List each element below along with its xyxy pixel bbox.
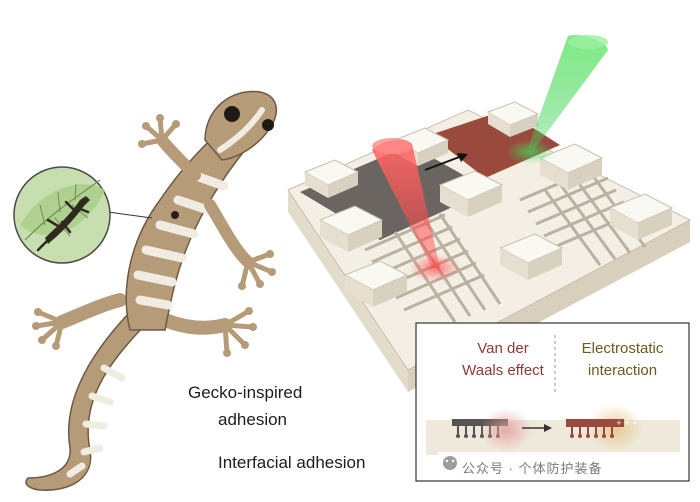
- electrostatic-contact-icon: + + +: [566, 404, 643, 452]
- transition-arrow: [522, 424, 552, 432]
- electrostatic-label-line1: Electrostatic: [581, 340, 664, 357]
- direction-arrow: [424, 153, 468, 171]
- green-laser-cone: [506, 34, 608, 164]
- vdw-contact-icon: [452, 408, 532, 452]
- gecko-adhesion-label-line1: Gecko-inspired: [188, 383, 303, 402]
- mechanism-inset: + + +: [415, 322, 690, 482]
- red-laser-cone: [372, 138, 461, 282]
- wechat-icon: [443, 456, 457, 470]
- gecko-adhesion-label-line2: adhesion: [218, 410, 288, 429]
- vdw-label-line2: Waals effect: [462, 362, 544, 379]
- contact-pads: [303, 101, 674, 307]
- leaf-gecko-inset: [13, 166, 153, 264]
- interfacial-adhesion-label: Interfacial adhesion: [218, 453, 366, 472]
- vdw-label-line1: Van der: [477, 340, 529, 357]
- electrostatic-label-line2: interaction: [587, 362, 658, 379]
- svg-text:+ + +: + + +: [616, 419, 638, 427]
- watermark-text: 公众号 · 个体防护装备: [462, 461, 603, 476]
- gecko-illustration: [25, 90, 278, 491]
